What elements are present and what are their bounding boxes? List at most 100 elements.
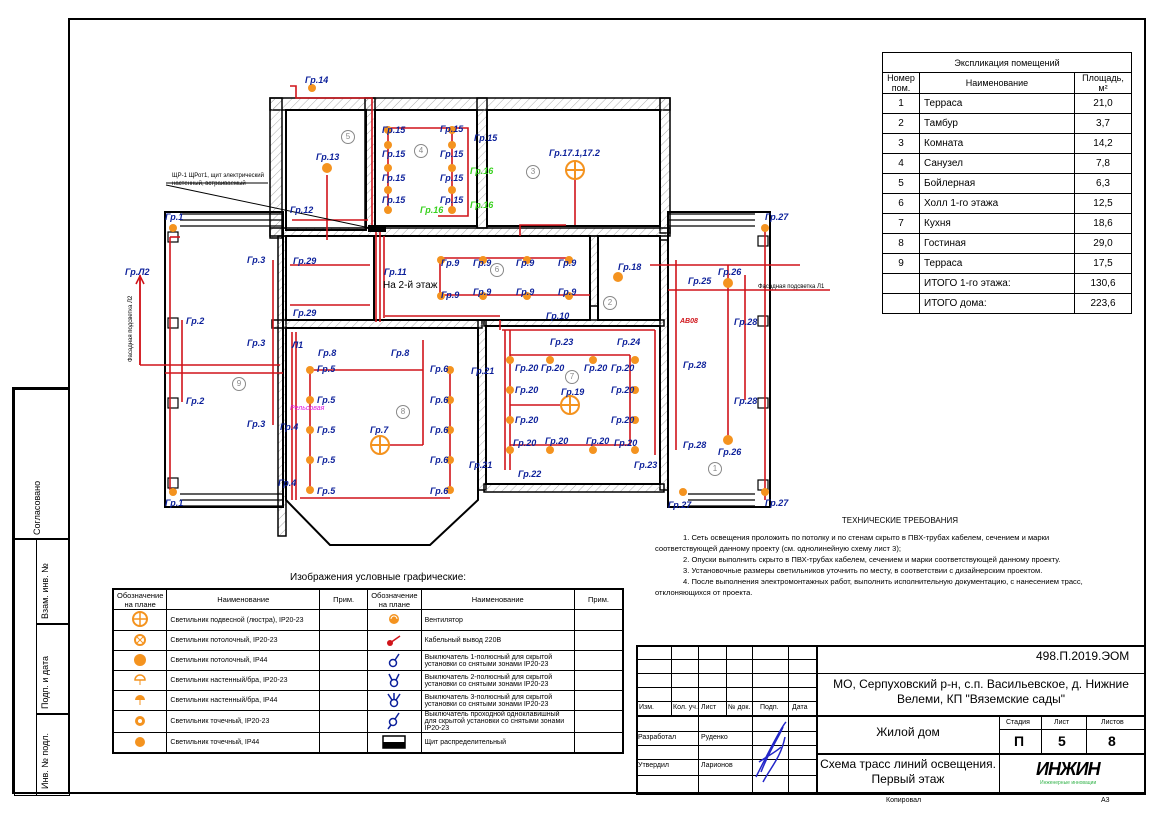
- group-label: Гр.5: [317, 486, 336, 496]
- room-number: 5: [341, 130, 355, 144]
- room-number: 7: [565, 370, 579, 384]
- stamp-col: Лист: [701, 704, 717, 711]
- group-label: Гр.6: [430, 425, 449, 435]
- group-label: Гр.23: [550, 337, 574, 347]
- group-label: Гр.Л2: [125, 267, 150, 277]
- room-number: 1: [708, 462, 722, 476]
- legend-col-name: Наименование: [420, 588, 575, 610]
- group-label: Гр.14: [305, 75, 329, 85]
- group-label: Гр.6: [430, 486, 449, 496]
- group-label: Гр.15: [382, 173, 406, 183]
- wall-light-ip44-icon: [112, 690, 168, 711]
- group-label: Гр.6: [430, 455, 449, 465]
- room-number: 2: [603, 296, 617, 310]
- developed-label: Разработал: [638, 734, 677, 741]
- tech-item: 4. После выполнения электромонтажных раб…: [655, 577, 1083, 597]
- legend-col-name: Наименование: [166, 588, 321, 610]
- group-label: Гр.10: [546, 311, 570, 321]
- stage-value: П: [1014, 733, 1025, 749]
- legend-item-name: Щит распределительный: [420, 732, 575, 754]
- legend-item-name: Выключатель 3-полюсный для скрытой устан…: [420, 690, 575, 711]
- object-name: Жилой дом: [876, 725, 940, 739]
- group-label: Гр.20: [515, 415, 539, 425]
- legend-title: Изображения условные графические:: [290, 572, 467, 583]
- technical-requirements: ТЕХНИЧЕСКИЕ ТРЕБОВАНИЯ 1. Сеть освещения…: [655, 515, 1105, 598]
- col-name: Наименование: [919, 72, 1075, 94]
- legend-item-name: Кабельный вывод 220В: [420, 630, 575, 651]
- group-label: Гр.29: [293, 256, 317, 266]
- explication-total-row: ИТОГО 1-го этажа:130,6: [882, 273, 1132, 294]
- legend-note: [319, 732, 369, 754]
- breaker-label: АВ08: [680, 318, 698, 325]
- group-label: Гр.20: [611, 363, 635, 373]
- legend-note: [573, 710, 624, 733]
- group-label: Гр.8: [318, 348, 337, 358]
- title-block: Изм. Кол. уч. Лист № док. Подп. Дата Раз…: [636, 645, 1146, 804]
- signature: [755, 721, 787, 783]
- room-area: 7,8: [1074, 153, 1132, 174]
- group-label: Гр.28: [683, 440, 707, 450]
- room-name: Комната: [919, 133, 1075, 154]
- group-label: Гр.28: [683, 360, 707, 370]
- group-label: Гр.12: [290, 205, 314, 215]
- company-logo-subtitle: Инженерные инновации: [1040, 780, 1097, 786]
- cable-outlet-icon: [367, 630, 422, 651]
- room-num: 1: [882, 93, 920, 114]
- stamp-col: Дата: [792, 704, 808, 711]
- group-label: Гр.3: [247, 419, 266, 429]
- group-label: Гр.4: [280, 422, 299, 432]
- group-label: Гр.1: [165, 212, 184, 222]
- room-number: 3: [526, 165, 540, 179]
- group-label: Гр.19: [561, 387, 585, 397]
- legend-item-name: Светильник потолочный, IP20-23: [166, 630, 321, 651]
- group-label: Гр.23: [634, 460, 658, 470]
- switch-2-icon: [367, 670, 422, 691]
- room-name: Гостиная: [919, 233, 1075, 254]
- total-area: 130,6: [1074, 273, 1132, 294]
- group-label: Гр.8: [391, 348, 410, 358]
- group-label: Гр.9: [516, 287, 535, 297]
- group-label: Гр.20: [586, 436, 610, 446]
- group-label: Гр.20: [513, 438, 537, 448]
- legend-item-name: Выключатель 2-полюсный для скрытой устан…: [420, 670, 575, 691]
- tech-title: ТЕХНИЧЕСКИЕ ТРЕБОВАНИЯ: [841, 516, 959, 525]
- explication-total-row: ИТОГО дома:223,6: [882, 293, 1132, 314]
- group-label: Гр.29: [293, 308, 317, 318]
- street-label: Рельсовая: [290, 405, 325, 412]
- room-num: 6: [882, 193, 920, 214]
- legend-note: [573, 690, 624, 711]
- stamp-col: Подп.: [760, 704, 779, 711]
- group-label: Гр.2: [186, 396, 205, 406]
- group-label: Гр.20: [515, 385, 539, 395]
- group-label: Гр.13: [316, 152, 340, 162]
- company-logo: ИНЖИН: [1036, 759, 1101, 779]
- sheets-label: Листов: [1101, 719, 1124, 726]
- stamp-col: № док.: [728, 704, 751, 711]
- legend-col-symbol: Обозначение на плане: [112, 588, 168, 610]
- group-label: Гр.24: [617, 337, 641, 347]
- group-label: Гр.22: [518, 469, 542, 479]
- legend-item-name: Светильник подвесной (люстра), IP20-23: [166, 609, 321, 631]
- spotlight-ip44-icon: [112, 732, 168, 754]
- room-number: 8: [396, 405, 410, 419]
- room-area: 3,7: [1074, 113, 1132, 134]
- room-num: 8: [882, 233, 920, 254]
- panel-leader: [165, 184, 371, 229]
- group-label: Гр.15: [440, 124, 464, 134]
- panel-note: ЩР-1 ЩРот1, щит электрический настенный,…: [172, 173, 265, 187]
- group-label: Гр.5: [317, 395, 336, 405]
- to-second-floor-label: На 2-й этаж: [383, 280, 438, 291]
- legend-note: [573, 732, 624, 754]
- chandelier-icon: [112, 609, 168, 631]
- tech-item: 1. Сеть освещения проложить по потолку и…: [655, 533, 1050, 553]
- legend-item-name: Светильник потолочный, IP44: [166, 650, 321, 671]
- room-area: 14,2: [1074, 133, 1132, 154]
